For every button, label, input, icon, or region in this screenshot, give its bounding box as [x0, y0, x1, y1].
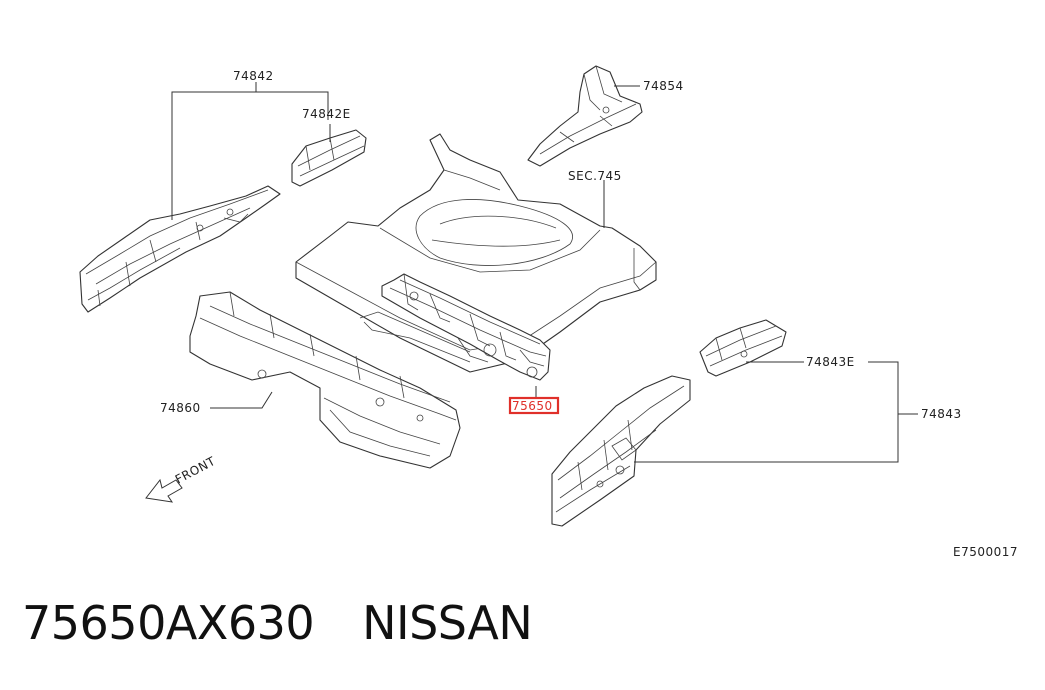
label-74860: 74860	[160, 401, 201, 415]
right-rear-member-74843	[551, 375, 691, 527]
brand-name: NISSAN	[362, 596, 533, 650]
rear-floor-panel	[295, 133, 657, 373]
right-extension-74843e	[699, 319, 787, 377]
left-extension-74842e	[291, 129, 367, 187]
leader-lines	[171, 82, 918, 463]
label-74842: 74842	[233, 69, 274, 83]
left-rear-member-74842	[79, 185, 281, 313]
part-number: 75650AX630	[22, 596, 315, 650]
label-74854: 74854	[643, 79, 684, 93]
side-member-extension-74854	[527, 65, 643, 167]
label-74843: 74843	[921, 407, 962, 421]
center-cross-member-75650	[381, 273, 551, 381]
part-caption: 75650AX630 NISSAN	[22, 596, 580, 650]
label-front: FRONT	[173, 454, 218, 487]
front-cross-member-74860	[189, 291, 461, 469]
front-direction-arrow	[145, 478, 183, 503]
label-75650: 75650	[512, 399, 553, 413]
label-74843e: 74843E	[806, 355, 855, 369]
label-sec-745: SEC.745	[568, 169, 622, 183]
figure-code: E7500017	[953, 545, 1018, 559]
highlight-box-75650	[508, 396, 560, 415]
label-74842e: 74842E	[302, 107, 351, 121]
